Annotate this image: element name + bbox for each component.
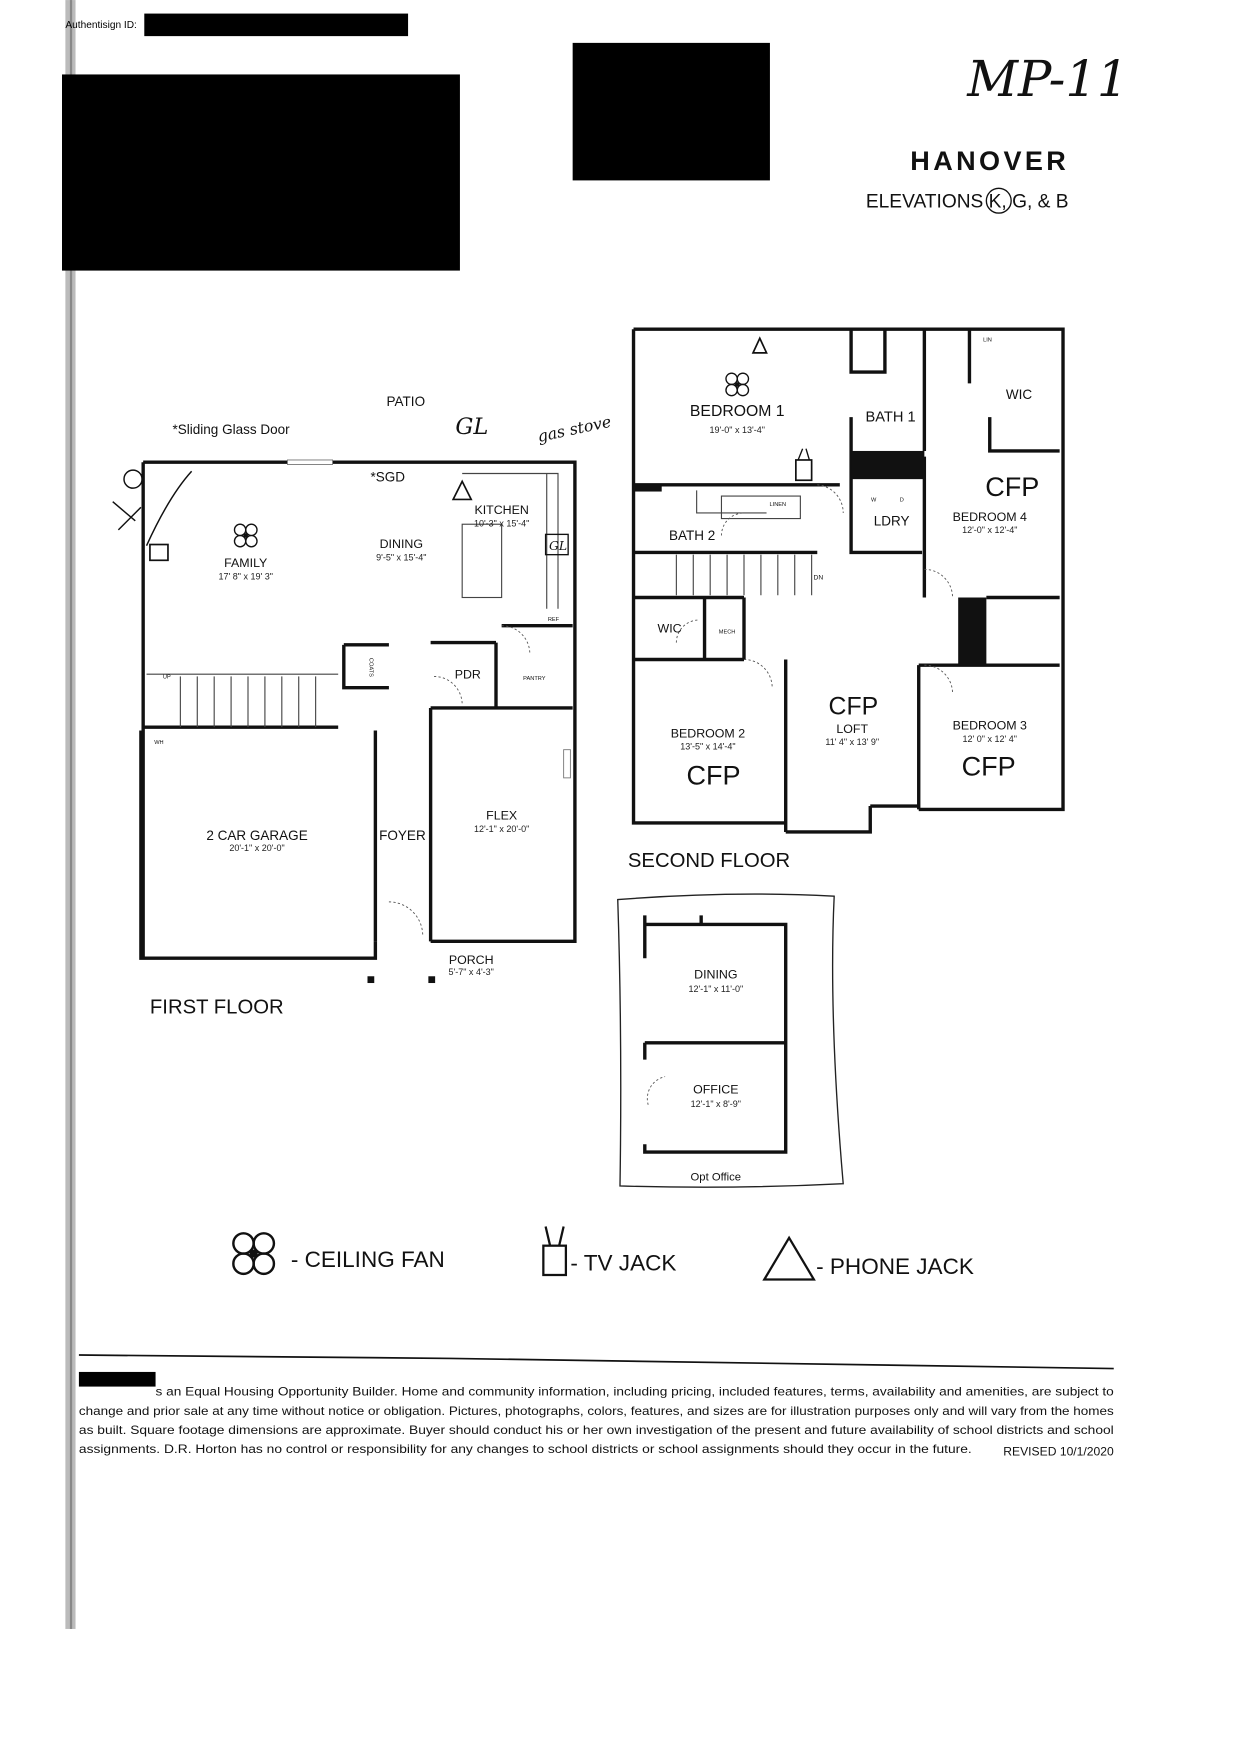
optional-office-plan: DINING 12'-1" x 11'-0" OFFICE 12'-1" x 8… <box>617 893 844 1188</box>
handwritten-gl: GL <box>455 414 488 440</box>
phone-jack-icon <box>751 336 768 354</box>
handwritten-box <box>544 533 569 556</box>
sgd-label: *SGD <box>371 469 406 484</box>
legend: - CEILING FAN - TV JACK - PHONE JACK <box>232 1226 974 1281</box>
second-floor-plan: BEDROOM 1 19'-0" x 13'-4" BATH 1 WIC LIN… <box>628 327 1065 872</box>
room-dims: 12'-1" x 20'-0" <box>474 824 529 834</box>
room-ldry: LDRY <box>874 513 910 528</box>
footer-divider <box>78 1354 1114 1370</box>
first-floor-title: FIRST FLOOR <box>150 996 284 1018</box>
handwritten-circle <box>985 187 1012 214</box>
room-wic: WIC <box>1006 387 1033 402</box>
room-dims: 12'-0" x 12'-4" <box>962 525 1017 535</box>
handwritten-cfp: CFP <box>829 694 879 721</box>
handwritten-cfp: CFP <box>687 761 741 791</box>
ceiling-fan-icon <box>233 523 258 548</box>
room-flex: FLEX <box>486 809 517 823</box>
room-bedroom-3: BEDROOM 3 <box>953 718 1027 732</box>
disclaimer-line: assignments. D.R. Horton has no control … <box>79 1442 972 1456</box>
handwritten-gl-kitchen: GL <box>549 538 567 553</box>
second-floor-title: SECOND FLOOR <box>628 850 790 872</box>
tv-jack-icon <box>795 459 813 482</box>
ref-label: REF <box>548 617 560 623</box>
tv-jack-icon <box>542 1226 568 1277</box>
room-dims: 12'-1" x 8'-9" <box>691 1099 741 1109</box>
handwritten-mark <box>112 469 193 546</box>
room-dims: 13'-5" x 14'-4" <box>680 742 735 752</box>
plan-name: HANOVER <box>910 146 1069 176</box>
room-coats: COATS <box>368 658 374 677</box>
room-family: FAMILY <box>224 556 267 570</box>
dryer-label: D <box>900 498 904 504</box>
elevations: ELEVATIONS K, G, & B <box>866 191 1069 212</box>
room-dims: 5'-7" x 4'-3" <box>449 967 494 977</box>
room-pdr: PDR <box>455 668 481 682</box>
stairs-down-label: DN <box>814 574 824 581</box>
room-mech: MECH <box>719 630 736 636</box>
opt-office-caption: Opt Office <box>691 1171 742 1183</box>
disclaimer-line: s an Equal Housing Opportunity Builder. … <box>156 1385 1115 1399</box>
room-bedroom-1: BEDROOM 1 <box>690 403 785 420</box>
room-kitchen: KITCHEN <box>474 503 528 517</box>
phone-jack-icon <box>451 479 473 501</box>
handwritten-cfp: CFP <box>985 472 1039 502</box>
revised-date: REVISED 10/1/2020 <box>1003 1444 1114 1458</box>
room-dims: 12'-1" x 11'-0" <box>688 984 743 994</box>
room-bath-1: BATH 1 <box>865 410 915 426</box>
room-dims: 19'-0" x 13'-4" <box>710 425 765 435</box>
phone-jack-icon <box>762 1235 816 1281</box>
ceiling-fan-icon <box>725 372 750 397</box>
room-dims: 20'-1" x 20'-0" <box>229 843 284 853</box>
room-pantry: PANTRY <box>523 676 546 682</box>
room-garage: 2 CAR GARAGE <box>206 828 307 843</box>
room-loft: LOFT <box>836 722 868 736</box>
handwritten-code: MP-11 <box>966 50 1128 108</box>
handwritten-cfp: CFP <box>962 752 1016 782</box>
disclaimer-footer: s an Equal Housing Opportunity Builder. … <box>78 1354 1115 1458</box>
ceiling-fan-icon <box>232 1232 276 1276</box>
room-foyer: FOYER <box>379 828 426 843</box>
first-floor-plan: PATIO *Sliding Glass Door *SGD GL gas st… <box>112 394 613 1018</box>
room-dims: 12' 0" x 12' 4" <box>963 734 1017 744</box>
tv-jack-icon <box>149 543 169 562</box>
authentisign-label: Authentisign ID: <box>65 20 136 31</box>
redaction-box <box>78 1371 156 1387</box>
redaction-box <box>144 13 409 37</box>
wh-label: WH <box>154 740 163 746</box>
washer-label: W <box>871 498 877 504</box>
sgd-note: *Sliding Glass Door <box>172 422 290 437</box>
redaction-box <box>572 42 770 181</box>
legend-tv-jack: - TV JACK <box>570 1250 676 1275</box>
room-lin: LIN <box>983 338 992 344</box>
room-linen: LINEN <box>770 502 787 508</box>
room-bedroom-2: BEDROOM 2 <box>671 726 745 740</box>
redaction-box <box>62 74 460 271</box>
stairs-up-label: UP <box>163 675 171 681</box>
handwritten-gas-stove: gas stove <box>536 412 613 446</box>
room-wic-2: WIC <box>658 621 682 635</box>
room-dining: DINING <box>380 537 423 551</box>
legend-ceiling-fan: - CEILING FAN <box>291 1247 445 1272</box>
room-porch: PORCH <box>449 953 494 967</box>
legend-phone-jack: - PHONE JACK <box>816 1254 974 1279</box>
room-dims: 11' 4" x 13' 9" <box>825 737 879 747</box>
disclaimer-line: change and prior sale at any time withou… <box>79 1404 1114 1418</box>
disclaimer-line: as built. Square footage dimensions are … <box>79 1423 1114 1437</box>
room-opt-office: OFFICE <box>693 1083 738 1097</box>
room-dims: 10'-3" x 15'-4" <box>474 518 529 528</box>
room-opt-dining: DINING <box>694 968 737 982</box>
room-dims: 9'-5" x 15'-4" <box>376 552 426 562</box>
patio-label: PATIO <box>387 394 426 409</box>
room-dims: 17' 8" x 19' 3" <box>219 571 273 581</box>
room-bedroom-4: BEDROOM 4 <box>953 510 1027 524</box>
room-bath-2: BATH 2 <box>669 528 715 543</box>
